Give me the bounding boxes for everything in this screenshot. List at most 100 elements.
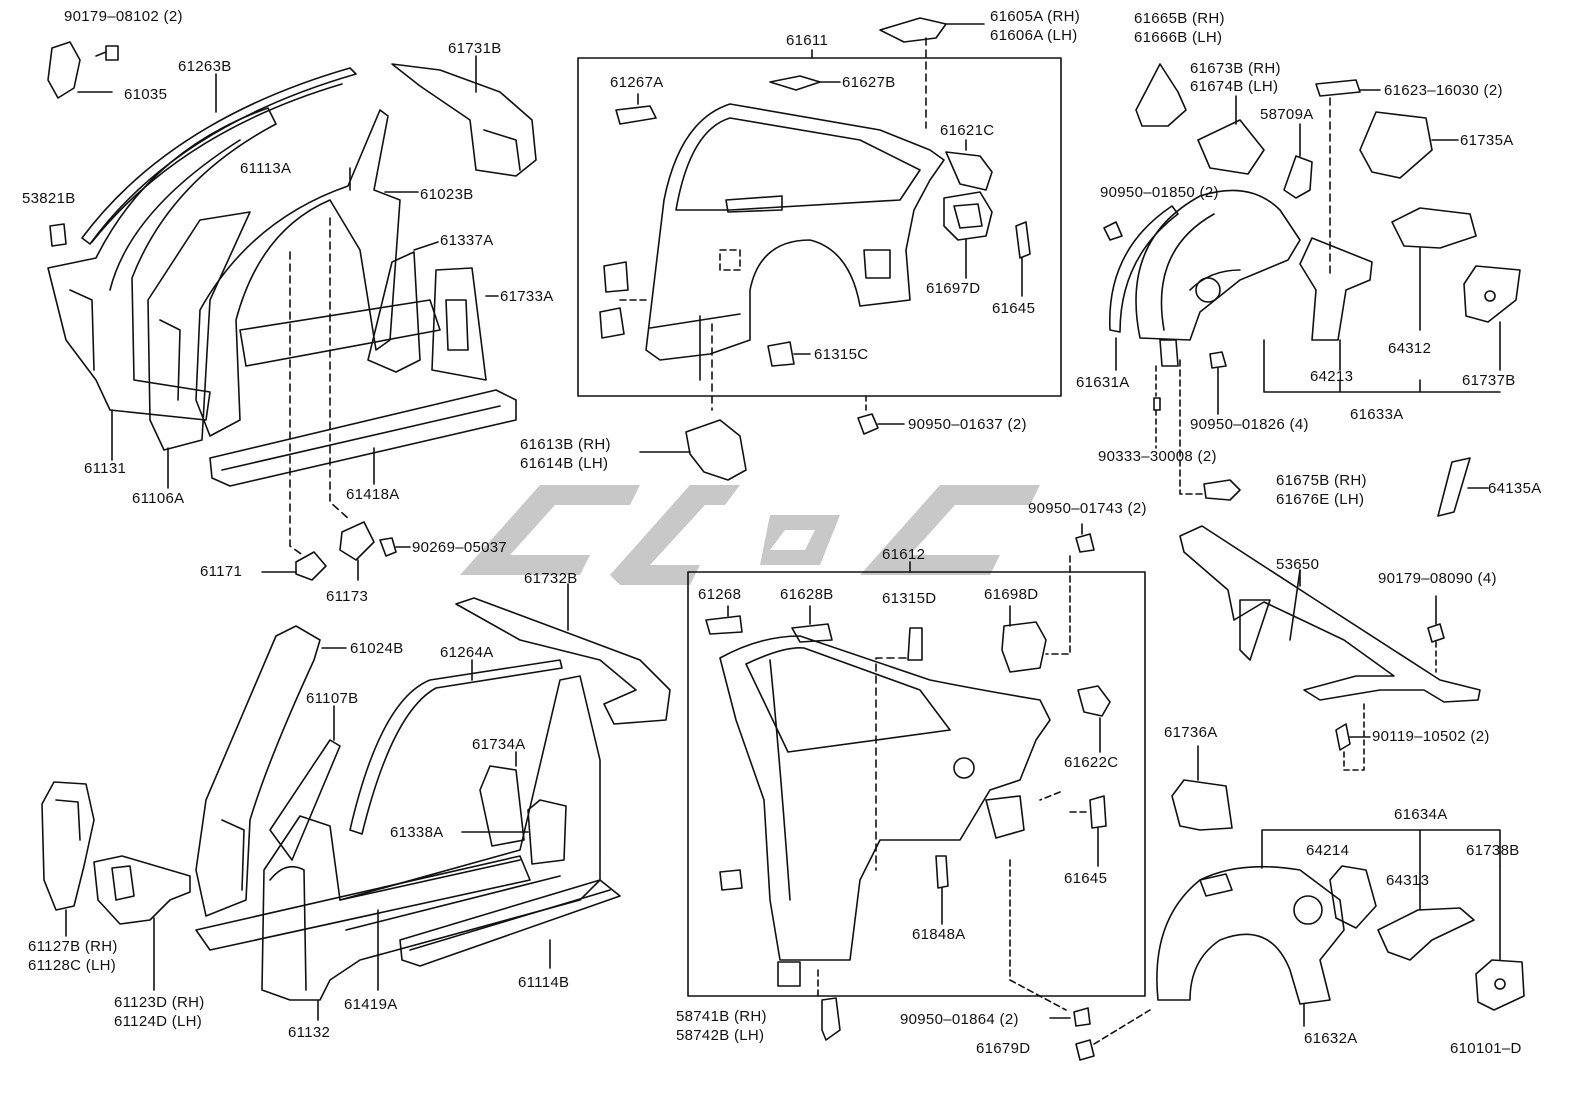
label-61645-upper[interactable]: 61645: [992, 300, 1036, 317]
label-61666B-lh[interactable]: 61666B (LH): [1134, 29, 1223, 46]
label-61665B-rh[interactable]: 61665B (RH): [1134, 10, 1225, 27]
label-90333-30008[interactable]: 90333–30008 (2): [1098, 448, 1217, 465]
label-61418A[interactable]: 61418A: [346, 486, 400, 503]
label-61697D[interactable]: 61697D: [926, 280, 981, 297]
label-64312[interactable]: 64312: [1388, 340, 1432, 357]
label-61734A[interactable]: 61734A: [472, 736, 526, 753]
label-90269-05037[interactable]: 90269–05037: [412, 539, 508, 556]
label-61627B[interactable]: 61627B: [842, 74, 896, 91]
label-61267A[interactable]: 61267A: [610, 74, 664, 91]
part-61113A: [195, 109, 401, 437]
part-61645-lower: [1089, 795, 1107, 829]
label-61173[interactable]: 61173: [326, 588, 369, 605]
label-61123D-rh[interactable]: 61123D (RH): [114, 994, 205, 1011]
label-61107B[interactable]: 61107B: [306, 690, 359, 707]
part-61035: [47, 41, 81, 99]
label-61263B[interactable]: 61263B: [178, 58, 232, 75]
label-61128C-lh[interactable]: 61128C (LH): [28, 957, 117, 974]
part-61171: [295, 551, 327, 581]
label-61132[interactable]: 61132: [288, 1024, 331, 1041]
part-61338A: [527, 799, 567, 865]
label-61698D[interactable]: 61698D: [984, 586, 1039, 603]
label-61737B[interactable]: 61737B: [1462, 372, 1516, 389]
label-61623-16030[interactable]: 61623–16030 (2): [1384, 82, 1503, 99]
label-61733A[interactable]: 61733A: [500, 288, 554, 305]
label-61848A[interactable]: 61848A: [912, 926, 966, 943]
label-61631A[interactable]: 61631A: [1076, 374, 1130, 391]
part-61622C: [1077, 685, 1111, 717]
label-61613B-rh[interactable]: 61613B (RH): [520, 436, 611, 453]
label-61622C[interactable]: 61622C: [1064, 754, 1119, 771]
label-61023B[interactable]: 61023B: [420, 186, 474, 203]
label-61679D[interactable]: 61679D: [976, 1040, 1031, 1057]
label-61675B-rh[interactable]: 61675B (RH): [1276, 472, 1367, 489]
label-61605A-rh[interactable]: 61605A (RH): [990, 8, 1081, 25]
label-61633A[interactable]: 61633A: [1350, 406, 1404, 423]
label-61131[interactable]: 61131: [84, 460, 127, 477]
part-53650-strut-brace: [1179, 525, 1481, 703]
label-61645-lower[interactable]: 61645: [1064, 870, 1108, 887]
label-61338A[interactable]: 61338A: [390, 824, 444, 841]
label-61612[interactable]: 61612: [882, 546, 926, 563]
part-61731B: [391, 63, 537, 177]
label-610101-D: 610101–D: [1450, 1040, 1522, 1057]
label-90950-01743[interactable]: 90950–01743 (2): [1028, 500, 1147, 517]
part-61733A: [431, 267, 487, 381]
label-61114B[interactable]: 61114B: [518, 974, 570, 991]
label-58742B-lh[interactable]: 58742B (LH): [676, 1027, 765, 1044]
label-61171[interactable]: 61171: [200, 563, 243, 580]
part-61605A: [879, 17, 947, 43]
label-61674B-lh[interactable]: 61674B (LH): [1190, 78, 1279, 95]
label-53650[interactable]: 53650: [1276, 556, 1320, 573]
label-61735A[interactable]: 61735A: [1460, 132, 1514, 149]
label-90950-01826[interactable]: 90950–01826 (4): [1190, 416, 1309, 433]
label-64135A[interactable]: 64135A: [1488, 480, 1542, 497]
label-61634A[interactable]: 61634A: [1394, 806, 1448, 823]
label-61731B[interactable]: 61731B: [448, 40, 502, 57]
label-61127B-rh[interactable]: 61127B (RH): [28, 938, 118, 955]
label-61268[interactable]: 61268: [698, 586, 742, 603]
label-61628B[interactable]: 61628B: [780, 586, 834, 603]
label-61606A-lh[interactable]: 61606A (LH): [990, 27, 1078, 44]
label-64214[interactable]: 64214: [1306, 842, 1350, 859]
label-90179-08102[interactable]: 90179–08102 (2): [64, 8, 183, 25]
label-90950-01637[interactable]: 90950–01637 (2): [908, 416, 1027, 433]
label-61106A[interactable]: 61106A: [132, 490, 185, 507]
label-61673B-rh[interactable]: 61673B (RH): [1190, 60, 1281, 77]
part-90950-01864: [1073, 1007, 1091, 1027]
label-61632A[interactable]: 61632A: [1304, 1030, 1358, 1047]
label-64213[interactable]: 64213: [1310, 368, 1354, 385]
label-61611[interactable]: 61611: [786, 32, 829, 49]
label-61614B-lh[interactable]: 61614B (LH): [520, 455, 609, 472]
label-90950-01850[interactable]: 90950–01850 (2): [1100, 184, 1219, 201]
label-90950-01864[interactable]: 90950–01864 (2): [900, 1011, 1019, 1028]
part-61024B: [195, 625, 321, 917]
part-61732B: [455, 597, 671, 725]
label-61676E-lh[interactable]: 61676E (LH): [1276, 491, 1365, 508]
label-61621C[interactable]: 61621C: [940, 122, 995, 139]
bracket-61634A: [1261, 829, 1501, 891]
label-61315D[interactable]: 61315D: [882, 590, 937, 607]
label-58741B-rh[interactable]: 58741B (RH): [676, 1008, 767, 1025]
label-61035[interactable]: 61035: [124, 86, 168, 103]
part-61315C: [767, 341, 795, 367]
part-61631A: [1135, 189, 1301, 341]
label-90179-08090[interactable]: 90179–08090 (4): [1378, 570, 1497, 587]
label-61732B[interactable]: 61732B: [524, 570, 578, 587]
label-61024B[interactable]: 61024B: [350, 640, 404, 657]
part-61132: [261, 675, 601, 1001]
label-58709A[interactable]: 58709A: [1260, 106, 1314, 123]
label-61113A[interactable]: 61113A: [240, 160, 292, 177]
label-61736A[interactable]: 61736A: [1164, 724, 1218, 741]
label-61738B[interactable]: 61738B: [1466, 842, 1520, 859]
label-90119-10502[interactable]: 90119–10502 (2): [1372, 728, 1490, 745]
label-61315C[interactable]: 61315C: [814, 346, 869, 363]
label-53821B[interactable]: 53821B: [22, 190, 76, 207]
label-61337A[interactable]: 61337A: [440, 232, 494, 249]
part-90333-30008: [1153, 397, 1161, 411]
label-64313[interactable]: 64313: [1386, 872, 1430, 889]
label-61124D-lh[interactable]: 61124D (LH): [114, 1013, 203, 1030]
label-61419A[interactable]: 61419A: [344, 996, 398, 1013]
label-61264A[interactable]: 61264A: [440, 644, 494, 661]
